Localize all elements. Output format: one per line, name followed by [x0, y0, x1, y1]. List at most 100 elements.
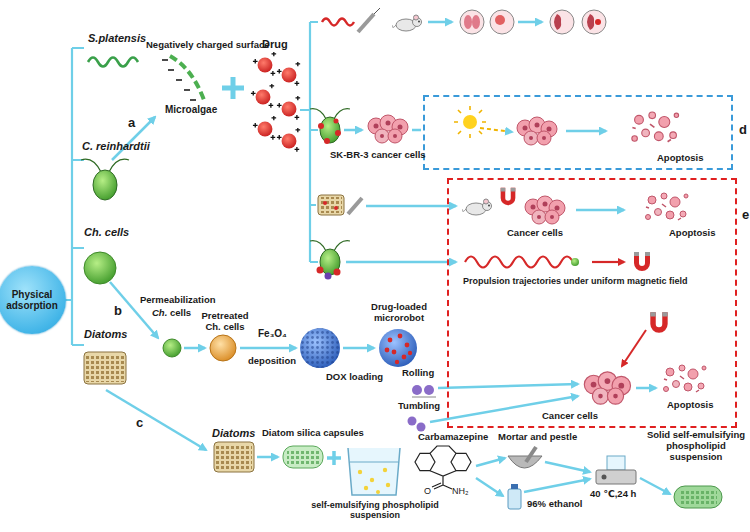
condition-label: 40 ℃,24 h	[590, 489, 636, 500]
apoptotic-cells	[632, 112, 679, 142]
flow-arrow	[524, 479, 590, 492]
feature-label: Drug	[262, 38, 288, 51]
caption-note: Propulsion trajectories under uniform ma…	[463, 276, 688, 286]
feature-label: Microalgae	[165, 104, 217, 116]
illustration-part	[162, 60, 196, 100]
magnetite-coated-cell	[300, 328, 340, 368]
atom-label: O	[424, 486, 431, 496]
illustration-part	[350, 462, 398, 463]
organism-name: Ch. cells	[84, 226, 129, 239]
illustration-part	[63, 48, 84, 345]
silica-capsule	[283, 446, 323, 468]
dashed-panel: dApoptosis	[423, 95, 733, 170]
illustration-part	[460, 10, 484, 34]
plus-sign	[327, 451, 341, 465]
illustration-part	[386, 483, 390, 487]
illustration-part	[383, 468, 387, 472]
drug-particles	[251, 52, 300, 152]
illustration-part	[358, 14, 374, 32]
step-label: DOX loading	[326, 372, 383, 383]
drug-loaded-microrobot	[379, 329, 417, 367]
product-label: Diatom silica capsules	[262, 428, 364, 439]
flow-arrow	[366, 205, 456, 208]
propulsion-trajectory	[465, 257, 573, 268]
illustration-part	[415, 453, 435, 470]
illustration-part	[318, 195, 344, 215]
chlorella-sphere	[84, 252, 116, 284]
illustration-part	[554, 14, 561, 30]
charged-surface	[162, 56, 204, 100]
illustration-part	[495, 15, 505, 25]
flow-arrow	[106, 390, 206, 450]
solid-capsule	[674, 486, 722, 508]
illustration-part	[602, 475, 607, 480]
diatom-frustule	[84, 352, 126, 384]
illustration-part	[86, 354, 124, 382]
panel-letter: e	[742, 208, 749, 223]
illustration-part	[385, 348, 390, 353]
illustration-part	[395, 360, 399, 364]
result-label: Apoptosis	[667, 400, 713, 411]
flow-arrow	[476, 478, 503, 496]
illustration-part	[253, 116, 276, 140]
illustration-part	[370, 478, 374, 482]
step-letter: c	[136, 416, 143, 431]
magnet	[501, 188, 516, 205]
node-title: Physical adsorption	[2, 289, 62, 312]
step-letter: a	[128, 116, 135, 131]
illustration-part	[550, 10, 574, 34]
illustration-part	[376, 490, 380, 494]
illustration-part	[392, 350, 397, 355]
field-arrow	[622, 330, 646, 366]
flow-arrow	[257, 456, 278, 459]
illustration-part	[334, 206, 338, 210]
illustration-part	[317, 267, 324, 274]
light-beam	[480, 128, 512, 132]
motion-label: Tumbling	[398, 401, 440, 412]
organism-name: Diatoms	[84, 328, 127, 341]
swimmer-cell	[571, 258, 579, 266]
hot-plate	[596, 456, 636, 484]
carbamazepine-structure	[415, 446, 471, 489]
illustration-part	[464, 15, 472, 29]
illustration-part	[430, 446, 456, 489]
illustration-part	[451, 453, 471, 470]
sun-icon	[454, 106, 486, 138]
flow-arrow	[566, 130, 606, 133]
illustration-part	[388, 338, 393, 343]
magnetic-chlamydomonas	[310, 241, 350, 280]
product-label: Solid self-emulsifying phospholipid susp…	[646, 430, 746, 463]
left-bracket	[63, 48, 84, 345]
illustration-part	[408, 351, 412, 355]
apoptotic-cells	[664, 365, 707, 392]
illustration-part	[277, 62, 300, 86]
flow-arrow	[576, 209, 624, 212]
organ-views	[460, 10, 514, 34]
flow-arrow	[344, 129, 362, 132]
step-label: Pretreated Ch. cells	[196, 311, 254, 333]
illustration-part	[324, 138, 330, 144]
flow-arrow	[476, 458, 505, 466]
equipment-label: Mortar and pestle	[498, 432, 577, 443]
cancer-cells	[525, 196, 565, 224]
step-label: Ch.	[152, 308, 167, 319]
flow-arrow	[438, 384, 578, 388]
illustration-part	[405, 343, 410, 348]
illustration-part	[526, 447, 536, 462]
illustration-part	[595, 19, 601, 25]
illustration-part	[379, 329, 417, 367]
mortar-and-pestle	[508, 447, 542, 468]
flow-arrow	[636, 387, 656, 390]
cancer-cells	[584, 372, 630, 404]
reagent-label: self-emulsifying phospholipid suspension	[300, 500, 450, 521]
illustration-part	[417, 423, 426, 432]
compound-name: Carbamazepine	[418, 432, 488, 443]
organism-name: S.platensis	[88, 32, 146, 45]
mouse	[462, 199, 492, 215]
flow-arrow	[545, 462, 590, 472]
illustration-part	[318, 123, 324, 129]
apoptotic-cells	[646, 193, 689, 220]
illustration-part	[323, 201, 327, 205]
process-circle: Physical adsorption	[0, 266, 66, 334]
illustration-part	[325, 273, 332, 280]
